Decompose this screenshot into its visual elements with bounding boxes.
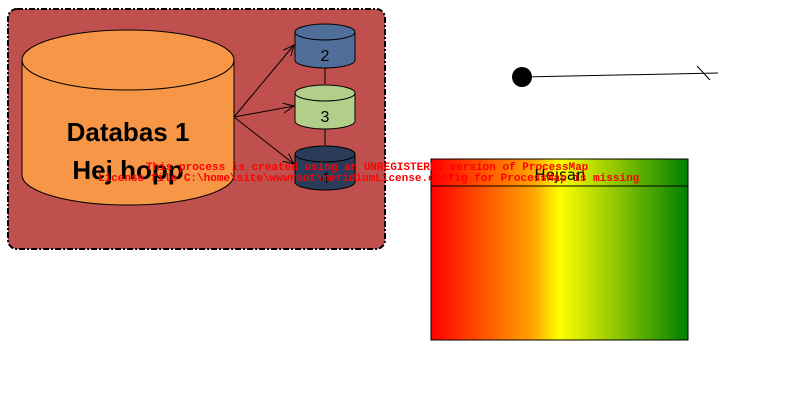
main-database[interactable]: Databas 1 Hej hopp xyxy=(21,29,235,206)
database-2-label: 2 xyxy=(321,48,330,65)
connector-1-to-4[interactable] xyxy=(233,116,294,164)
association-line[interactable] xyxy=(512,65,719,87)
swimlane[interactable]: Hejsan xyxy=(430,158,689,341)
watermark-line-1: This process is created using an UNREGIS… xyxy=(146,162,589,174)
swimlane-title: Hejsan xyxy=(534,166,585,184)
database-3[interactable]: 3 xyxy=(294,84,356,130)
database-3-label: 3 xyxy=(321,109,330,126)
main-database-title: Databas 1 xyxy=(67,117,190,147)
database-4[interactable]: 4 xyxy=(294,145,356,191)
connector-1-to-3[interactable] xyxy=(233,106,294,118)
end-tick-icon xyxy=(696,65,711,81)
connector-1-to-2[interactable] xyxy=(233,45,294,118)
watermark-line-2: License file C:\home\site\wwwroot\meridi… xyxy=(98,173,640,185)
database-4-label: 4 xyxy=(321,170,330,187)
database-2[interactable]: 2 xyxy=(294,23,356,69)
main-database-subtitle: Hej hopp xyxy=(72,155,183,185)
